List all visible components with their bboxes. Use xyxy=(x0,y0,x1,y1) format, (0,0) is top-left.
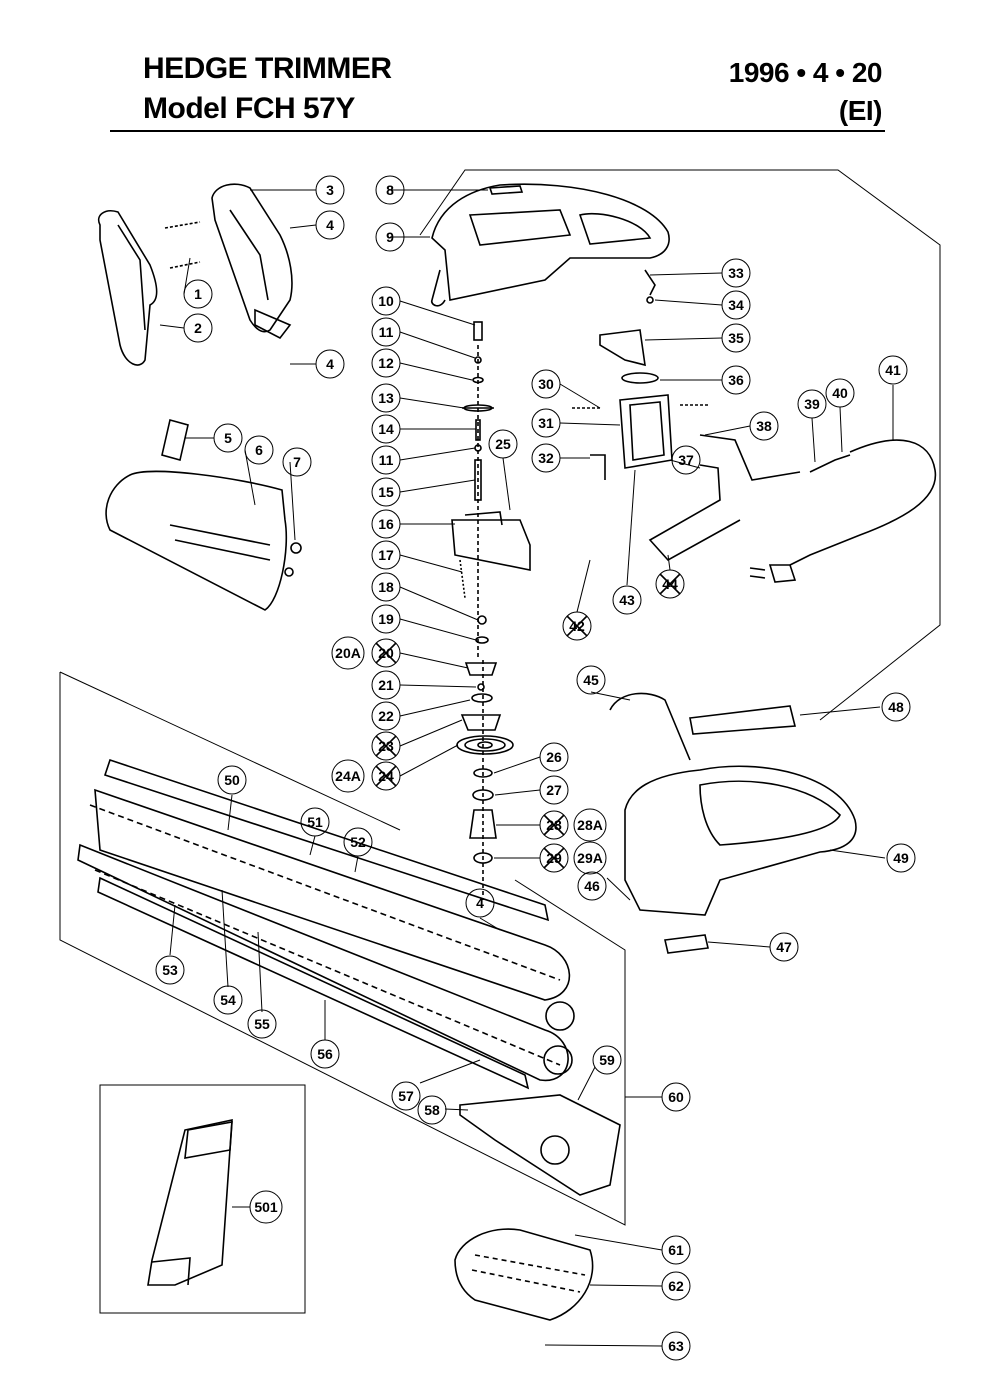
top-housing-cover xyxy=(430,183,670,307)
callout-38: 38 xyxy=(756,418,772,434)
main-handle-housing xyxy=(609,692,857,954)
callout-35: 35 xyxy=(728,330,744,346)
assembly-frame-lines xyxy=(59,169,941,1226)
callout-43: 43 xyxy=(619,592,635,608)
callout-62: 62 xyxy=(668,1278,684,1294)
callout-11-a: 11 xyxy=(379,324,394,340)
callout-34: 34 xyxy=(728,297,744,313)
callout-7: 7 xyxy=(293,454,301,470)
cutter-blades xyxy=(77,758,575,1090)
callout-41: 41 xyxy=(885,362,901,378)
callout-17: 17 xyxy=(378,547,394,563)
callout-45: 45 xyxy=(583,672,599,688)
callout-40: 40 xyxy=(832,385,848,401)
callout-33: 33 xyxy=(728,265,744,281)
callout-31: 31 xyxy=(538,415,554,431)
gear-case xyxy=(454,1094,621,1321)
callout-8: 8 xyxy=(386,182,394,198)
callout-52: 52 xyxy=(350,834,366,850)
callout-39: 39 xyxy=(804,396,820,412)
callout-13: 13 xyxy=(378,390,394,406)
callout-53: 53 xyxy=(162,962,178,978)
callout-54: 54 xyxy=(220,992,236,1008)
callout-4-top: 4 xyxy=(326,217,334,233)
callout-58: 58 xyxy=(424,1102,440,1118)
callout-21: 21 xyxy=(378,677,394,693)
callout-16: 16 xyxy=(378,516,394,532)
callout-48: 48 xyxy=(888,699,904,715)
callout-46: 46 xyxy=(584,878,600,894)
gear-stack xyxy=(456,660,514,900)
callout-37: 37 xyxy=(678,452,694,468)
callout-27: 27 xyxy=(546,782,562,798)
callout-6: 6 xyxy=(255,442,263,458)
callout-50: 50 xyxy=(224,772,240,788)
callout-57: 57 xyxy=(398,1088,414,1104)
drive-shaft-stack xyxy=(451,321,531,660)
header-rule xyxy=(110,130,885,132)
callout-25: 25 xyxy=(495,436,511,452)
callout-36: 36 xyxy=(728,372,744,388)
callout-15: 15 xyxy=(378,484,394,500)
callout-1: 1 xyxy=(194,286,202,302)
callout-26: 26 xyxy=(546,749,562,765)
motor-assembly xyxy=(572,269,710,480)
callout-3: 3 xyxy=(326,182,334,198)
callout-63: 63 xyxy=(668,1338,684,1354)
callout-24A: 24A xyxy=(335,768,361,784)
leader-lines xyxy=(159,189,894,1347)
callout-59: 59 xyxy=(599,1052,615,1068)
callout-20A: 20A xyxy=(335,645,361,661)
callout-56: 56 xyxy=(317,1046,333,1062)
callout-55: 55 xyxy=(254,1016,270,1032)
callout-61: 61 xyxy=(668,1242,684,1258)
callout-32: 32 xyxy=(538,450,554,466)
callout-60: 60 xyxy=(668,1089,684,1105)
callout-4-mid: 4 xyxy=(326,356,334,372)
blade-guard-cover xyxy=(105,419,302,611)
callout-11-b: 11 xyxy=(379,452,394,468)
revision-code: (EI) xyxy=(838,95,883,126)
callout-14: 14 xyxy=(378,421,394,437)
callout-501: 501 xyxy=(254,1199,278,1215)
callout-5: 5 xyxy=(224,430,232,446)
callout-51: 51 xyxy=(307,814,323,830)
inset-box-501 xyxy=(99,1084,306,1314)
callout-2: 2 xyxy=(194,320,202,336)
callout-22: 22 xyxy=(378,708,394,724)
callout-12: 12 xyxy=(378,355,394,371)
callout-10: 10 xyxy=(378,293,394,309)
model-title: Model FCH 57Y xyxy=(143,92,355,125)
page-title: HEDGE TRIMMER xyxy=(143,52,392,85)
callout-49: 49 xyxy=(893,850,909,866)
callout-30: 30 xyxy=(538,376,554,392)
callout-19: 19 xyxy=(378,611,394,627)
callout-9: 9 xyxy=(386,229,394,245)
callout-28A: 28A xyxy=(577,817,603,833)
power-cord xyxy=(648,434,937,583)
callout-18: 18 xyxy=(378,579,394,595)
callout-47: 47 xyxy=(776,939,792,955)
callout-4-bottom: 4 xyxy=(476,895,484,911)
rear-handle-assembly xyxy=(98,183,293,366)
date-stamp: 1996 • 4 • 20 xyxy=(728,57,883,88)
callout-29A: 29A xyxy=(577,850,603,866)
callout-labels: 3 4 1 2 4 5 6 7 8 9 10 11 12 13 14 11 15… xyxy=(155,175,916,1361)
